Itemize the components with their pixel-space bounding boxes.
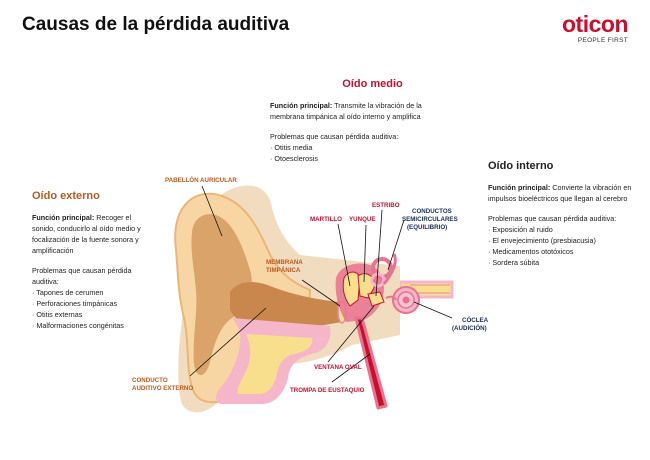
oido-interno-heading: Oído interno <box>488 160 554 172</box>
leader-yunque <box>363 224 367 283</box>
eustachian-tube <box>354 316 388 410</box>
label-conductos-1: CONDUCTOS <box>412 208 452 215</box>
label-pabellon: PABELLÓN AURICULAR <box>165 176 237 184</box>
label-coclea-2: (AUDICIÓN) <box>452 324 487 332</box>
oido-medio-problemas-label: Problemas que causan pérdida auditiva: <box>270 132 399 141</box>
leader-coclea <box>413 301 453 319</box>
leader-conductos <box>387 219 405 271</box>
oido-medio-funcion-label: Función principal: <box>270 101 333 110</box>
leader-estribo <box>375 209 383 297</box>
leader-martillo <box>337 223 351 287</box>
cochlea-inner <box>402 296 410 304</box>
label-ventana: VENTANA OVAL <box>314 364 362 371</box>
label-yunque: YUNQUE <box>349 216 375 223</box>
list-item: Malformaciones congénitas <box>32 320 152 331</box>
cochlea-base <box>385 295 397 301</box>
list-item: El envejecimiento (presbiacusia) <box>488 235 633 246</box>
oido-medio-section: Oído medio Función principal: Transmite … <box>270 78 445 164</box>
logo-wordmark: oticon <box>562 11 629 37</box>
list-item: Sordera súbita <box>488 257 633 268</box>
oido-medio-heading: Oído medio <box>342 78 403 90</box>
list-item: Perforaciones timpánicas <box>32 298 152 309</box>
logo-tagline: PEOPLE FIRST <box>577 37 628 44</box>
list-item: Tapones de cerumen <box>32 287 152 298</box>
label-conductos-2: SEMICIRCULARES <box>402 216 458 223</box>
oido-medio-problemas-list: Otitis media Otoesclerosis <box>270 142 445 164</box>
label-conducto-ext-1: CONDUCTO <box>132 377 168 384</box>
list-item: Medicamentos ototóxicos <box>488 246 633 257</box>
oido-externo-heading: Oído externo <box>32 190 100 202</box>
label-membrana-2: TIMPÁNICA <box>266 267 301 274</box>
oido-interno-funcion-label: Función principal: <box>488 183 551 192</box>
label-membrana-1: MEMBRANA <box>266 259 303 266</box>
pinna-concha <box>191 214 252 376</box>
oido-medio-funcion: Función principal: Transmite la vibració… <box>270 100 445 122</box>
list-item: Exposición al ruido <box>488 224 633 235</box>
oido-externo-funcion: Función principal: Recoger el sonido, co… <box>32 212 152 256</box>
list-item: Otitis media <box>270 142 445 153</box>
page-title: Causas de la pérdida auditiva <box>22 14 290 35</box>
list-item: Otitis externas <box>32 309 152 320</box>
oido-externo-problemas-list: Tapones de cerumen Perforaciones timpáni… <box>32 287 152 331</box>
oido-interno-problemas-list: Exposición al ruido El envejecimiento (p… <box>488 224 633 268</box>
leader-membrana <box>301 279 341 307</box>
semicircular-canal-2 <box>370 272 386 288</box>
label-trompa: TROMPA DE EUSTAQUIO <box>290 387 365 394</box>
label-estribo: ESTRIBO <box>372 202 400 209</box>
label-conducto-ext-2: AUDITIVO EXTERNO <box>132 385 193 392</box>
label-conductos-3: (EQUILIBRIO) <box>407 224 447 231</box>
leader-trompa <box>331 353 371 383</box>
oido-interno-funcion-text: Convierte la vibración en impulsos bioel… <box>488 183 632 203</box>
oido-externo-funcion-label: Función principal: <box>32 213 95 222</box>
oido-externo-funcion-text: Recoger el sonido, conducirlo al oído me… <box>32 213 141 255</box>
semicircular-canal-3 <box>382 253 397 285</box>
leader-conducto-ext <box>189 307 267 377</box>
leader-pabellon <box>201 185 223 237</box>
label-coclea-1: CÓCLEA <box>462 316 489 324</box>
oticon-logo: oticon PEOPLE FIRST <box>562 11 629 44</box>
oido-medio-funcion-text: Transmite la vibración de la membrana ti… <box>270 101 422 121</box>
label-martillo: MARTILLO <box>310 216 342 223</box>
oido-interno-funcion: Función principal: Convierte la vibració… <box>488 182 633 204</box>
leader-ventana <box>327 305 375 363</box>
oido-externo-problemas-label: Problemas que causan pérdida auditiva: <box>32 266 132 286</box>
list-item: Otoesclerosis <box>270 153 445 164</box>
oido-interno-problemas-label: Problemas que causan pérdida auditiva: <box>488 214 617 223</box>
oido-interno-section: Oído interno Función principal: Conviert… <box>488 160 633 268</box>
oido-externo-section: Oído externo Función principal: Recoger … <box>32 190 152 331</box>
external-canal <box>230 282 342 330</box>
ear-lobe-yellow <box>237 334 313 394</box>
malleus <box>342 271 361 307</box>
